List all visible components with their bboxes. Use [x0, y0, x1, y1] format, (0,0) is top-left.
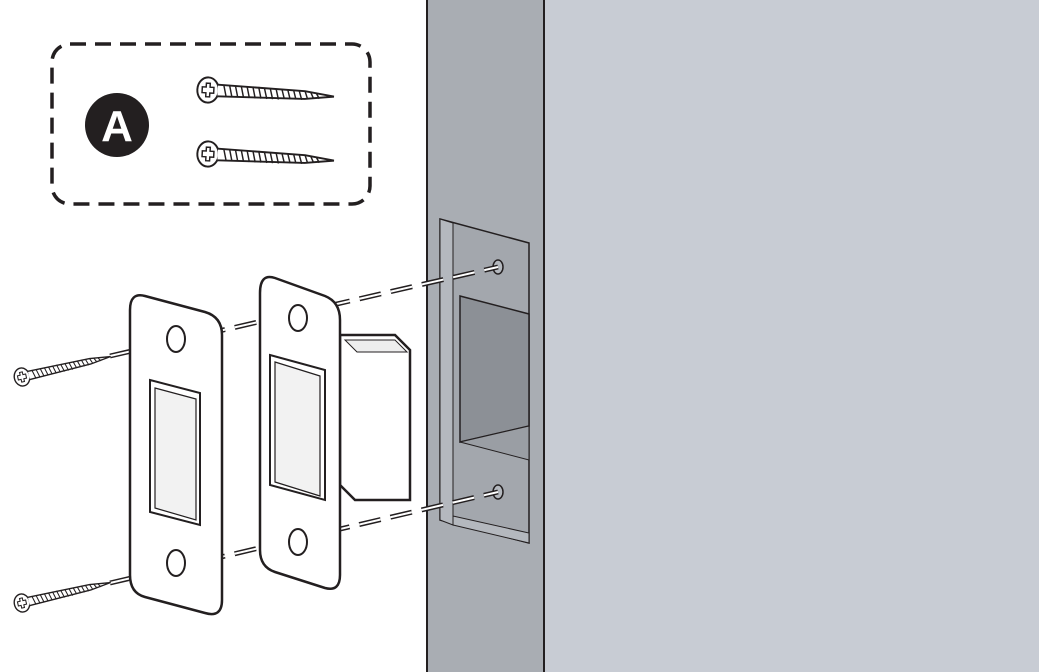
strike-box	[338, 333, 412, 502]
parts-callout-a: A	[50, 42, 372, 206]
label-badge	[85, 93, 149, 157]
screw-icon	[11, 346, 114, 389]
reinforcer-plate	[128, 294, 224, 616]
callout-label: A	[101, 102, 133, 151]
strike-pocket	[439, 218, 530, 544]
door	[426, 0, 1039, 672]
screw-icon	[11, 572, 114, 615]
screw-icon	[195, 75, 336, 111]
strike-plate	[258, 275, 342, 590]
dashed-callout-border	[50, 42, 372, 206]
screw-icon	[195, 139, 336, 175]
pocket-hole	[459, 295, 530, 443]
door-face	[544, 0, 1039, 672]
